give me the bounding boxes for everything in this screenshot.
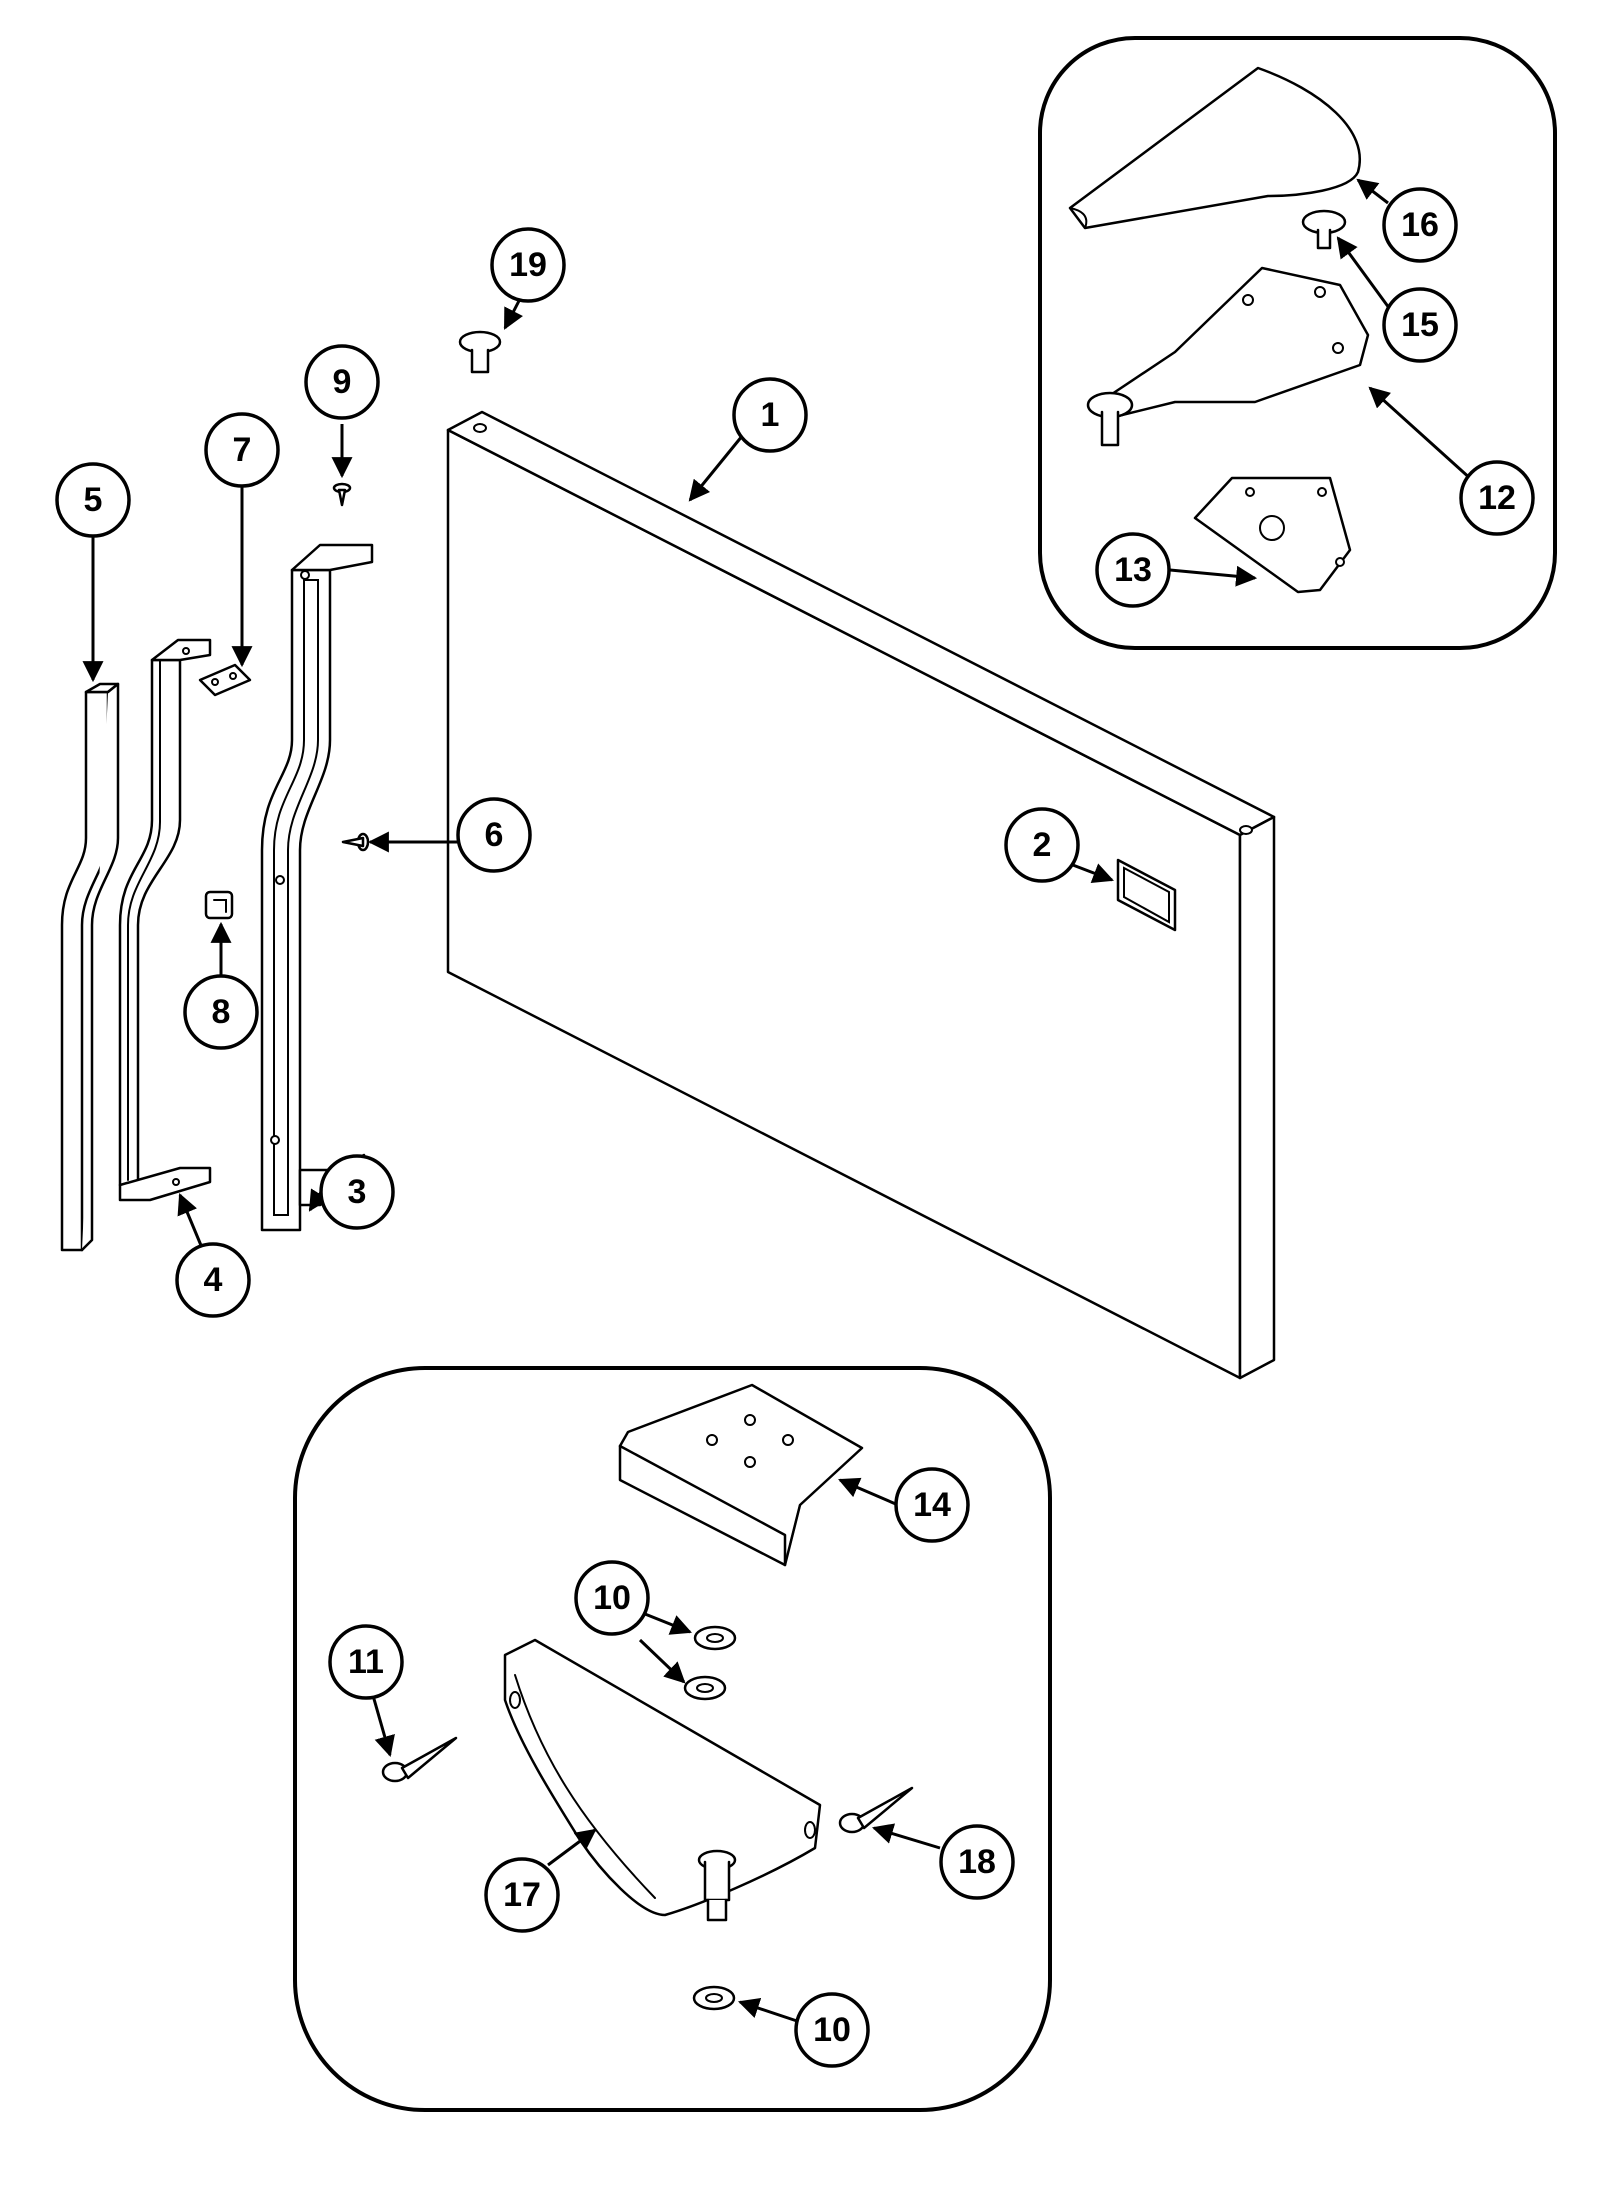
callout-3: 3: [319, 1154, 395, 1230]
hinge-shim: [1193, 476, 1352, 594]
callout-5: 5: [55, 462, 131, 538]
callout-11-label: 11: [348, 1643, 384, 1681]
bottom-hinge-bracket: [618, 1383, 864, 1567]
hinge-screw-left: [381, 1736, 458, 1783]
door-handle: [260, 543, 374, 1232]
callout-9-label: 9: [333, 363, 352, 401]
top-hinge-cover: [1068, 66, 1361, 230]
handle-plug: [204, 890, 234, 920]
nameplate: [1116, 858, 1177, 932]
bottom-hinge: [503, 1638, 822, 1922]
callout-1: 1: [732, 377, 808, 453]
bracket-screw: [332, 482, 352, 507]
callout-8-label: 8: [212, 993, 231, 1031]
trim-clip: [198, 663, 252, 697]
callout-8: 8: [183, 974, 259, 1050]
callout-5-label: 5: [84, 481, 103, 519]
callout-19: 19: [490, 227, 566, 303]
callout-13: 13: [1095, 532, 1171, 608]
callout-16-label: 16: [1401, 206, 1439, 244]
callout-6: 6: [456, 797, 532, 873]
callout-15: 15: [1382, 287, 1458, 363]
top-hinge: [1086, 266, 1370, 447]
callout-17: 17: [484, 1857, 560, 1933]
callout-3-label: 3: [348, 1173, 367, 1211]
callout-17-label: 17: [503, 1876, 541, 1914]
callout-12-label: 12: [1478, 479, 1516, 517]
handle-screw: [341, 832, 370, 852]
callout-14-label: 14: [913, 1486, 951, 1524]
callout-11: 11: [328, 1624, 404, 1700]
callout-7: 7: [204, 412, 280, 488]
callout-16: 16: [1382, 187, 1458, 263]
door-plug-button: [458, 330, 502, 374]
door-trim-strip: [60, 682, 120, 1252]
bottom-hinge-inset-frame: [293, 1366, 1052, 2112]
callout-6-label: 6: [485, 816, 504, 854]
callout-15-label: 15: [1401, 306, 1439, 344]
callout-2: 2: [1004, 807, 1080, 883]
callout-18: 18: [939, 1824, 1015, 1900]
handle-bracket: [118, 638, 212, 1202]
callout-4-label: 4: [204, 1261, 223, 1299]
callout-10-upper-label: 10: [593, 1579, 631, 1617]
door-panel: [446, 410, 1276, 1380]
callout-4: 4: [175, 1242, 251, 1318]
callout-1-label: 1: [761, 396, 780, 434]
washer-lower: [692, 1985, 736, 2011]
callout-18-label: 18: [958, 1843, 996, 1881]
callout-2-label: 2: [1033, 826, 1052, 864]
callout-13-label: 13: [1114, 551, 1152, 589]
hinge-pin-plug: [1301, 209, 1347, 250]
callout-10-lower-label: 10: [813, 2011, 851, 2049]
hinge-screw-right: [838, 1786, 914, 1834]
top-hinge-inset-frame: [1038, 36, 1557, 650]
washers-upper: [683, 1625, 737, 1701]
callout-12: 12: [1459, 460, 1535, 536]
callout-7-label: 7: [233, 431, 252, 469]
callout-9: 9: [304, 344, 380, 420]
callout-19-label: 19: [509, 246, 547, 284]
callout-10-lower: 10: [794, 1992, 870, 2068]
callout-14: 14: [894, 1467, 970, 1543]
callout-10-upper: 10: [574, 1560, 650, 1636]
